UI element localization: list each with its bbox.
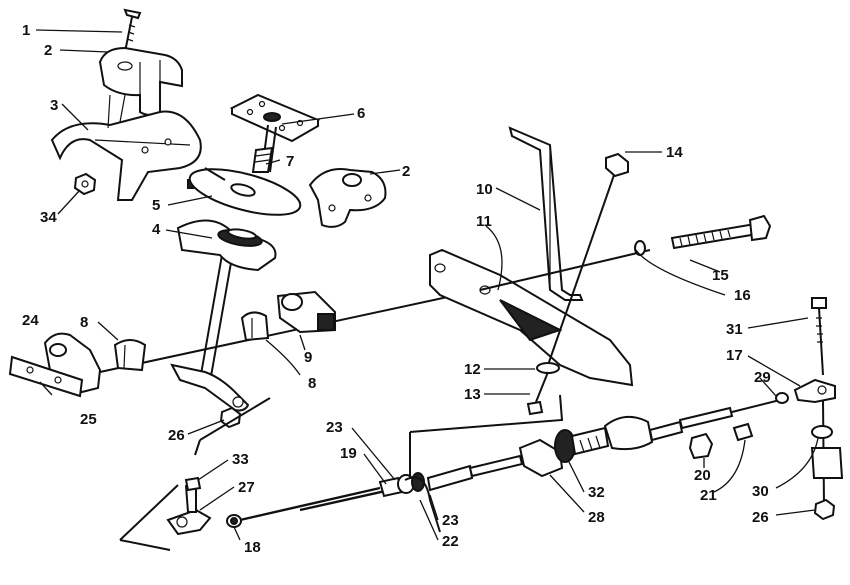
callout-26-right: 26 — [752, 509, 769, 526]
part-24-rod-end-left — [43, 332, 102, 394]
part-8-clip-left — [113, 339, 147, 372]
pivot-rod — [479, 249, 651, 291]
part-18-nut — [226, 514, 242, 528]
callout-30: 30 — [752, 483, 769, 500]
linkage-rod — [547, 174, 615, 366]
part-20-nut — [688, 432, 714, 460]
part-9-rod-end — [276, 290, 336, 334]
callout-33: 33 — [232, 451, 249, 468]
callout-9: 9 — [304, 349, 312, 366]
callout-1: 1 — [22, 22, 30, 39]
callout-25: 25 — [80, 411, 97, 428]
part-17-rod-end — [793, 378, 836, 404]
callout-15: 15 — [712, 267, 729, 284]
reference-lines — [119, 394, 564, 551]
part-16-washer — [634, 240, 646, 256]
callout-6: 6 — [357, 105, 365, 122]
callout-27: 27 — [238, 479, 255, 496]
part-11-pedal-arm — [429, 248, 634, 387]
callout-13: 13 — [464, 386, 481, 403]
part-10-lever — [508, 126, 584, 301]
callout-2-right: 2 — [402, 163, 410, 180]
part-14-block — [605, 152, 629, 178]
callout-5: 5 — [152, 197, 160, 214]
leader-lines — [35, 29, 819, 541]
steering-arm — [170, 363, 250, 412]
part-4-lower-bracket — [176, 219, 277, 272]
callout-23-lower: 23 — [442, 512, 459, 529]
callout-31: 31 — [726, 321, 743, 338]
callout-34: 34 — [40, 209, 57, 226]
part-1-screw — [122, 8, 142, 63]
part-33-bolt — [184, 476, 202, 492]
callout-23-upper: 23 — [326, 419, 343, 436]
callout-21: 21 — [700, 487, 717, 504]
part-2-upper-block — [98, 46, 183, 116]
part-5-washer — [188, 167, 302, 216]
part-34-nut — [73, 172, 97, 196]
callout-22: 22 — [442, 533, 459, 550]
callout-16: 16 — [734, 287, 751, 304]
part-25-plate — [8, 355, 84, 398]
part-2-right-block — [308, 168, 387, 228]
callout-8-right: 8 — [308, 375, 316, 392]
callout-17: 17 — [726, 347, 743, 364]
callout-12: 12 — [464, 361, 481, 378]
callout-18: 18 — [244, 539, 261, 556]
callout-11: 11 — [476, 213, 492, 230]
callout-2-upper: 2 — [44, 42, 52, 59]
callout-10: 10 — [476, 181, 493, 198]
part-6-plate — [229, 93, 321, 143]
steering-column — [199, 124, 277, 383]
part-21-fitting — [732, 422, 754, 442]
part-29-nut — [775, 392, 789, 404]
callout-19: 19 — [340, 445, 357, 462]
part-15-bolt — [670, 214, 772, 250]
part-12-washer — [536, 362, 560, 374]
part-7-bushing — [251, 146, 274, 173]
tie-rod — [99, 289, 481, 373]
part-3-bracket — [50, 94, 202, 201]
callout-labels: 1 2 3 34 5 4 6 7 2 24 8 9 8 25 26 10 11 … — [22, 22, 771, 556]
callout-29: 29 — [754, 369, 771, 386]
part-8-clip — [240, 311, 270, 342]
cable-assembly — [239, 399, 781, 533]
callout-24: 24 — [22, 312, 39, 329]
part-13-bolt — [526, 371, 549, 416]
callout-32: 32 — [588, 484, 605, 501]
callout-28: 28 — [588, 509, 605, 526]
part-30-spacer — [810, 425, 844, 479]
callout-4: 4 — [152, 221, 161, 238]
callout-8-left: 8 — [80, 314, 88, 331]
callout-20: 20 — [694, 467, 711, 484]
callout-7: 7 — [286, 153, 294, 170]
callout-14: 14 — [666, 144, 683, 161]
callout-26-left: 26 — [168, 427, 185, 444]
callout-3: 3 — [50, 97, 58, 114]
part-27-ball-joint — [166, 482, 212, 536]
part-26-nut-right — [813, 498, 836, 521]
